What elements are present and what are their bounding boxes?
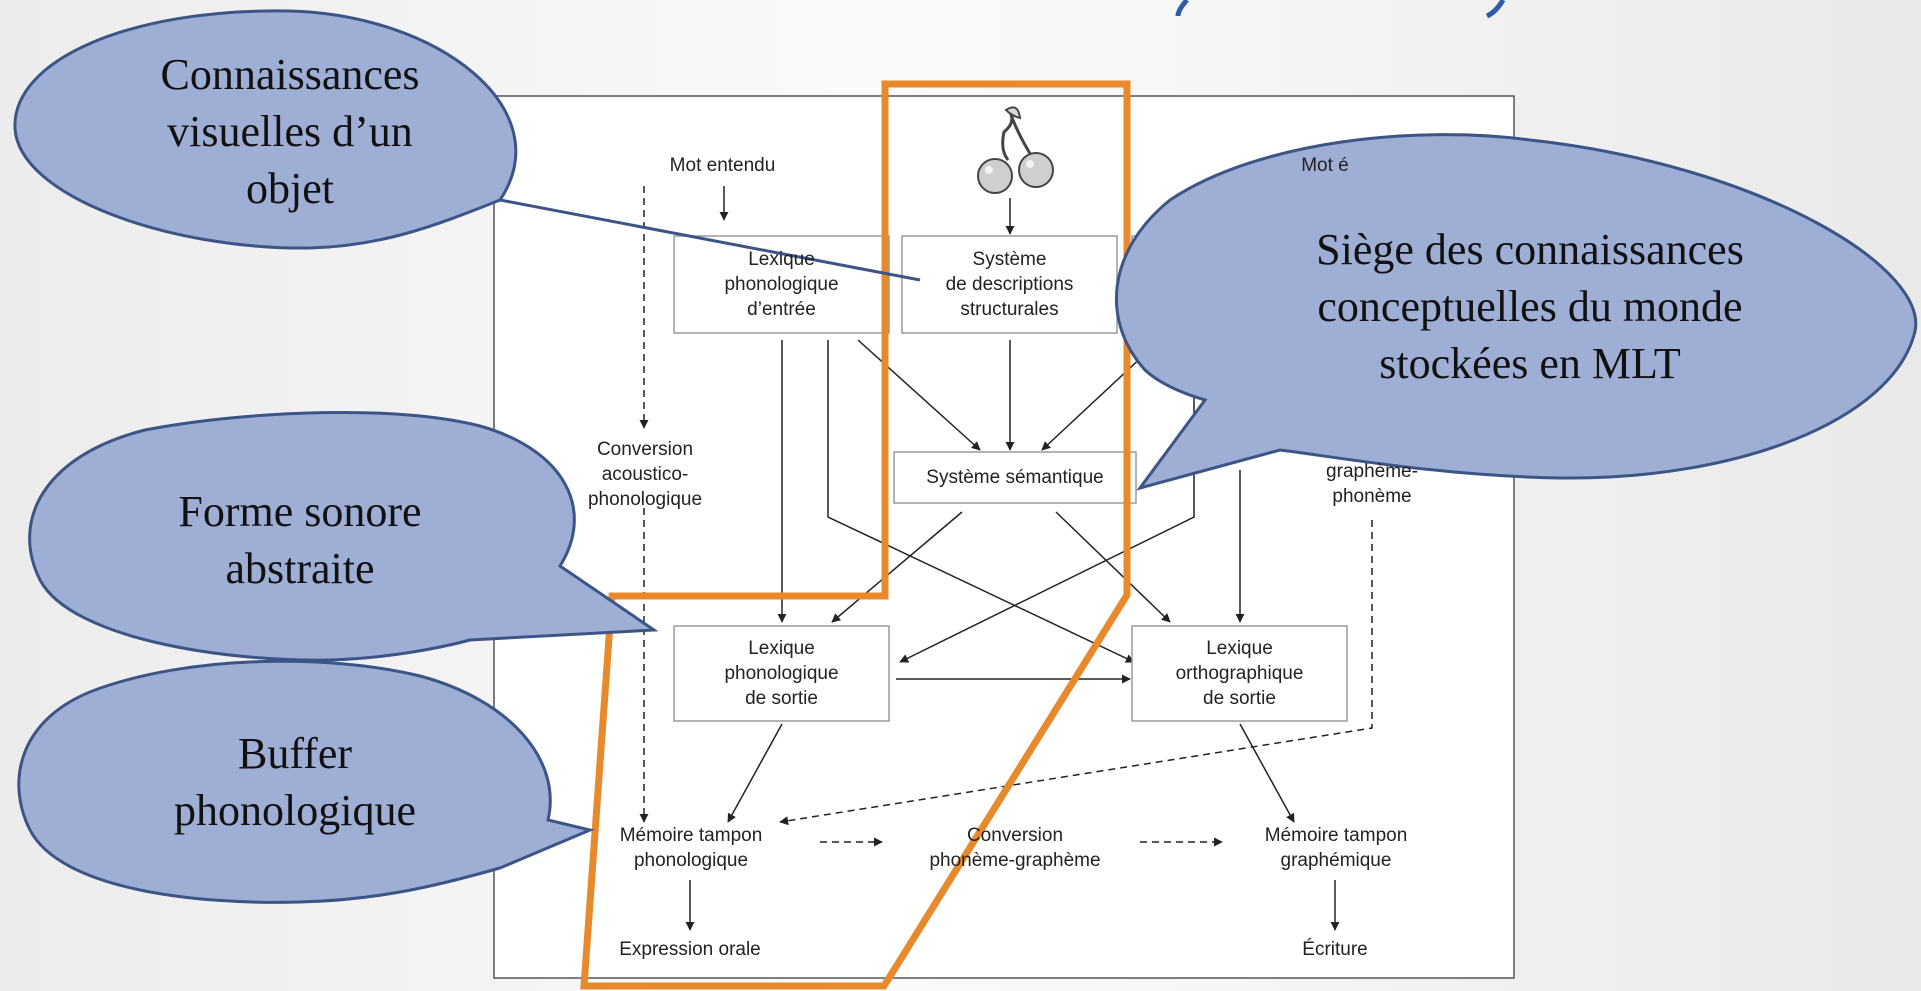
highlight-outline	[580, 80, 1131, 990]
callout-forme-sonore: Forme sonore abstraite	[178, 487, 422, 593]
box-ortho-sortie	[1131, 625, 1348, 722]
callout-buffer-phonologique: Buffer phonologique	[174, 729, 416, 835]
box-phono-sortie	[673, 625, 890, 722]
callout-connaissances-visuelles: Connaissances visuelles d’un objet	[160, 50, 420, 213]
callout-visuelles-shape	[13, 9, 921, 282]
callout-forme-shape	[28, 410, 659, 662]
node-memoire-tampon-phonologique: Mémoire tampon phonologique	[619, 825, 763, 871]
callout-siege-connaissances: Siège des connaissances conceptuelles du…	[1316, 224, 1744, 388]
node-conversion-phoneme-grapheme: Conversion phonème-graphème	[929, 825, 1101, 871]
arrow-phono-sortie-to-memoire	[727, 723, 783, 823]
node-lexique-phonologique-entree: Lexique phonologique d’entrée	[724, 249, 839, 320]
node-ecriture: Écriture	[1302, 938, 1368, 960]
node-expression-orale: Expression orale	[619, 938, 761, 960]
title-bracket-right	[1485, 0, 1506, 19]
arrow-lexique-entree-to-ortho	[827, 340, 1135, 663]
arrow-ortho-sortie-to-memoire	[1239, 723, 1295, 823]
callout-buffer-shape	[17, 659, 595, 904]
node-systeme-semantique: Système sémantique	[926, 467, 1104, 488]
node-lexique-orthographique-sortie: Lexique orthographique de sortie	[1175, 638, 1304, 709]
arrow-lexique-entree-to-semantique	[857, 339, 981, 451]
arrow-grapheme-phoneme-to-memoire	[779, 520, 1373, 826]
callouts	[13, 9, 1918, 904]
arrow-right-to-phono-sortie	[899, 340, 1195, 663]
cherries-icon	[977, 106, 1054, 194]
callout-siege-shape	[1115, 133, 1918, 491]
box-semantique	[893, 451, 1137, 504]
node-systeme-descriptions: Système de descriptions structurales	[945, 249, 1074, 320]
label-mot-ecrit: Mot é	[1301, 154, 1349, 176]
arrow-semantique-to-phono-sortie	[831, 511, 963, 623]
node-conversion-grapheme: graphème- phonème	[1326, 461, 1418, 507]
title-bracket-left	[1175, 0, 1189, 17]
arrow-semantique-to-ortho-sortie	[1055, 511, 1171, 623]
node-conversion-acoustico: Conversion acoustico- phonologique	[587, 438, 703, 510]
label-mot-entendu: Mot entendu	[669, 154, 776, 176]
node-memoire-tampon-graphemique: Mémoire tampon graphémique	[1264, 825, 1408, 871]
solid-arrows	[685, 186, 1340, 931]
node-lexique-phonologique-sortie: Lexique phonologique de sortie	[724, 638, 839, 709]
